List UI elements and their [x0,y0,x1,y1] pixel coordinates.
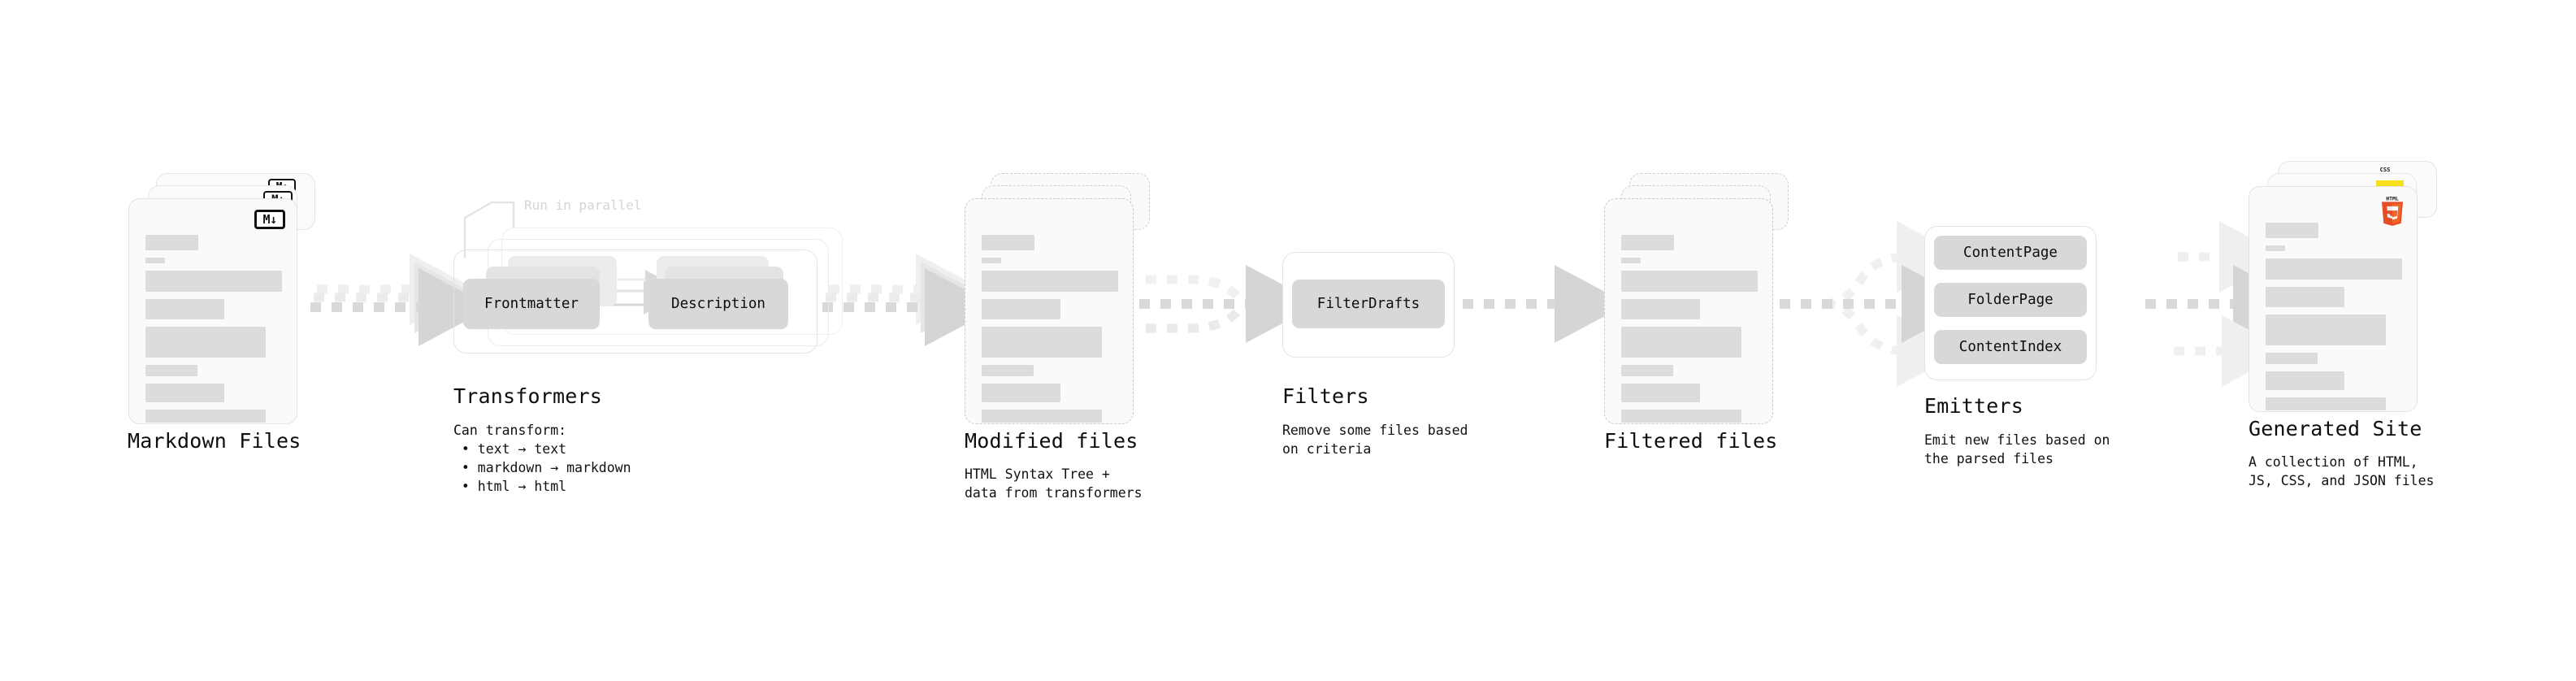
skeleton-bar [145,258,165,263]
filtered-document-card [1604,198,1773,424]
generated-site-title: Generated Site [2249,417,2422,440]
skeleton-bar [1621,235,1674,250]
generated-site-subtitle: A collection of HTML, JS, CSS, and JSON … [2249,454,2435,488]
skeleton-bar [1621,384,1700,402]
skeleton-bar [2266,371,2344,390]
skeleton-bar [145,299,224,319]
emitters-title: Emitters [1924,394,2024,418]
html5-icon: HTML [2381,196,2404,226]
transformer-pill-description[interactable]: Description [648,279,788,329]
skeleton-bar [1621,365,1673,376]
emitter-pill-contentindex[interactable]: ContentIndex [1934,330,2087,364]
filters-title: Filters [1282,384,1369,408]
run-in-parallel-label: Run in parallel [524,197,642,213]
transformers-title: Transformers [453,384,603,408]
emitters-subtitle: Emit new files based on the parsed files [1924,432,2110,466]
skeleton-bar [2266,314,2386,345]
skeleton-bar [145,327,266,358]
emitter-pill-folderpage[interactable]: FolderPage [1934,283,2087,317]
arrow-modified-to-filters [1139,265,1319,343]
skeleton-bar [1621,299,1700,319]
markdown-document-card: M↓ [128,198,297,424]
skeleton-bar [2266,223,2318,238]
site-skeleton-bars [2266,215,2402,418]
modified-files-subtitle: HTML Syntax Tree + data from transformer… [965,466,1143,501]
markdown-files-title: Markdown Files [128,429,301,453]
skeleton-bar [982,271,1118,292]
skeleton-bar [145,384,224,402]
skeleton-bar [145,410,266,423]
svg-text:HTML: HTML [2386,196,2399,202]
arrow-filtered-to-emitters [1780,221,1975,387]
transformer-pill-frontmatter[interactable]: Frontmatter [463,279,600,329]
skeleton-bar [982,258,1001,263]
modified-skeleton-bars [982,227,1118,430]
filter-pill-filterdrafts[interactable]: FilterDrafts [1292,280,1445,328]
css-badge-label: CSS [2379,167,2391,173]
skeleton-bar [1621,258,1641,263]
skeleton-bar [2266,245,2285,251]
filtered-skeleton-bars [1621,227,1758,430]
skeleton-bar [982,410,1102,423]
markdown-badge: M↓ [254,210,285,229]
arrow-emitters-to-site [2145,221,2306,387]
skeleton-bar [982,299,1060,319]
filters-subtitle: Remove some files based on criteria [1282,423,1468,457]
arrow-markdown-to-transformers [310,254,492,346]
skeleton-bar [1621,410,1741,423]
skeleton-bar [982,384,1060,402]
skeleton-bar [2266,287,2344,307]
generated-site-document-card: HTML [2249,186,2418,412]
modified-document-card [965,198,1134,424]
transformers-group-box [453,249,817,354]
filtered-files-title: Filtered files [1604,429,1778,453]
skeleton-bar [145,365,197,376]
skeleton-bar [982,327,1102,358]
skeleton-bar [145,271,282,292]
modified-files-title: Modified files [965,429,1138,453]
skeleton-bar [982,365,1034,376]
markdown-skeleton-bars [145,227,282,430]
skeleton-bar [2266,353,2318,364]
emitter-pill-contentpage[interactable]: ContentPage [1934,236,2087,270]
skeleton-bar [982,235,1034,250]
skeleton-bar [2266,258,2402,280]
transformers-subtitle: Can transform: • text → text • markdown … [453,423,631,494]
skeleton-bar [145,235,198,250]
skeleton-bar [1621,271,1758,292]
skeleton-bar [2266,397,2386,410]
skeleton-bar [1621,327,1741,358]
